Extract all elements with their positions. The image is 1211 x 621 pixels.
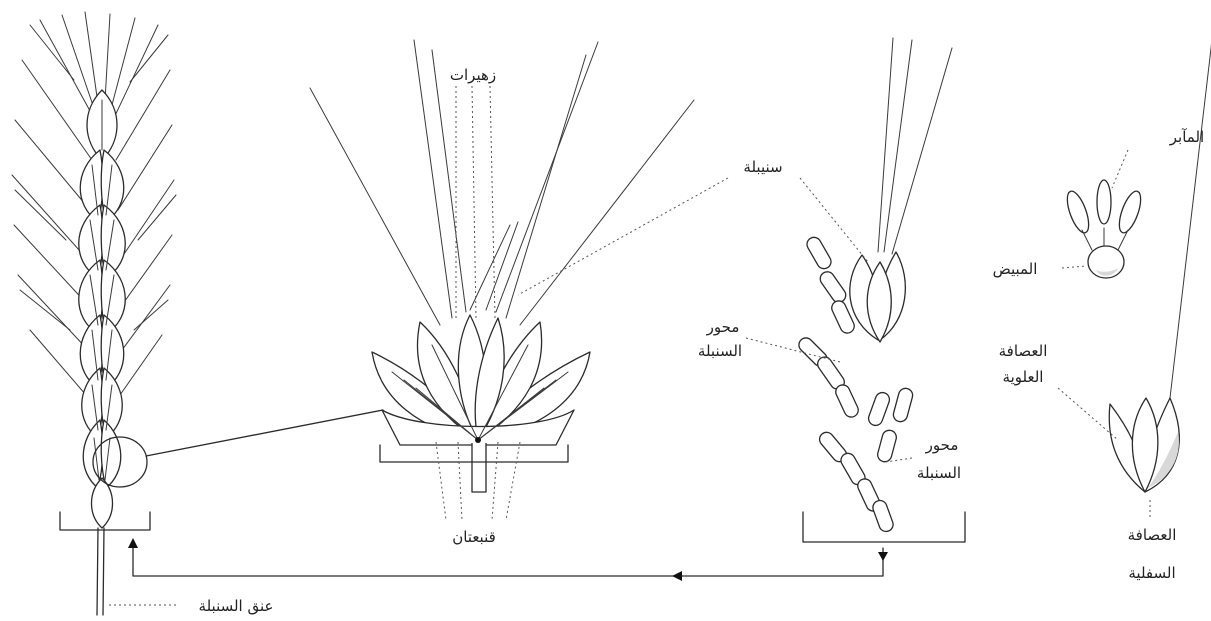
label-rachis-1-line2: السنبلة — [698, 342, 742, 360]
spikelet-node — [475, 437, 481, 443]
arrow-down-head — [878, 552, 888, 561]
spikelet-stalk — [472, 443, 486, 492]
label-palea-line2: العلوية — [1003, 368, 1044, 386]
arrow-up-head — [128, 538, 138, 548]
label-palea-line1: العصافة — [999, 342, 1048, 360]
rachis-spikelet — [850, 252, 906, 342]
palea-lemma-illustration — [1109, 40, 1211, 492]
spikelet-awns — [310, 40, 694, 325]
zoom-connector-line — [146, 410, 383, 456]
labels: زهيرات سنيبلة المآبر المبيض محور السنبلة… — [199, 66, 1205, 615]
rachis-awns — [878, 38, 952, 254]
label-lemma-line2: السفلية — [1128, 564, 1175, 582]
label-rachis-2-line1: محور — [925, 436, 959, 454]
spike-stem — [97, 528, 104, 615]
label-lemma-line1: العصافة — [1128, 526, 1177, 544]
floret-parts-illustration — [1063, 40, 1211, 492]
label-glumes: قنبعتان — [452, 528, 496, 546]
flow-line — [133, 545, 883, 576]
label-ovary: المبيض — [993, 260, 1038, 278]
label-florets: زهيرات — [450, 66, 496, 84]
label-anthers: المآبر — [1169, 128, 1204, 146]
wheat-spike-illustration — [12, 12, 383, 615]
spikelet-illustration — [310, 40, 694, 492]
label-rachis-1-line1: محور — [706, 318, 740, 336]
flow-arrows — [128, 538, 888, 581]
anthers-ovary-illustration — [1063, 180, 1145, 278]
arrow-left-head — [672, 571, 682, 581]
label-rachis-2-line2: السنبلة — [917, 464, 961, 482]
leader-lines — [108, 86, 1150, 605]
label-spike-neck: عنق السنبلة — [199, 597, 274, 615]
label-spikelet: سنيبلة — [743, 158, 782, 176]
